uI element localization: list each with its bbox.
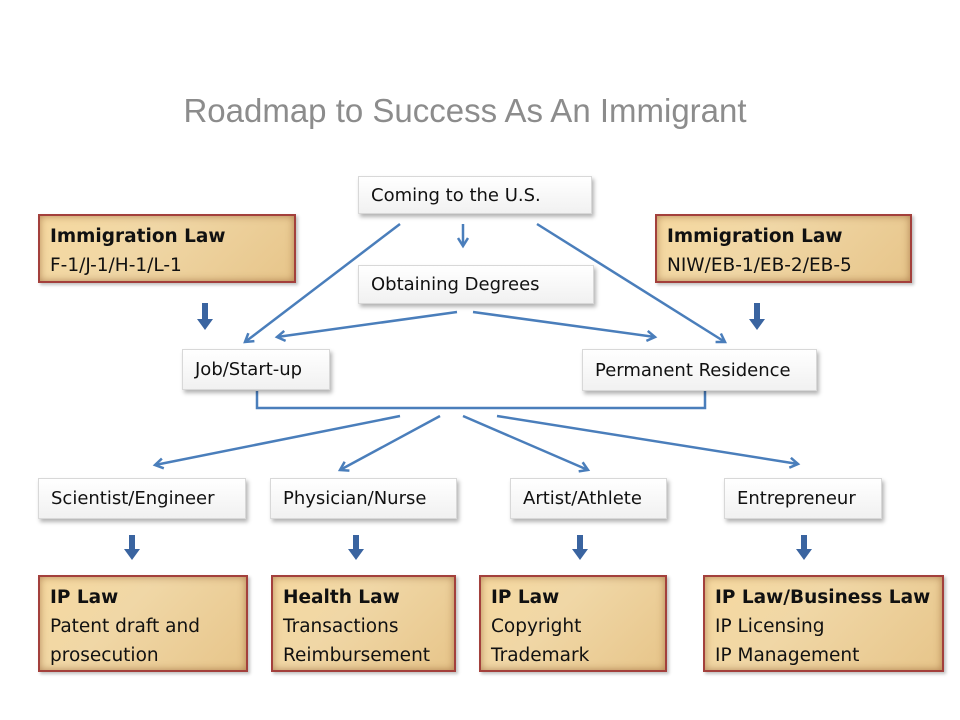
law-box-line: Copyright — [491, 616, 582, 637]
arrow-to-artist — [462, 414, 588, 470]
law-box-title: IP Law/Business Law — [715, 587, 931, 608]
law-box-line: NIW/EB-1/EB-2/EB-5 — [667, 255, 852, 276]
law-box-title: IP Law — [50, 587, 119, 608]
down-arrow-icon — [749, 303, 765, 330]
node-permanent-residence: Permanent Residence — [582, 349, 817, 391]
law-box-ip-patent: IP Law Patent draft and prosecution — [38, 575, 248, 672]
law-box-health: Health Law Transactions Reimbursement — [271, 575, 456, 672]
node-coming-to-us: Coming to the U.S. — [358, 176, 592, 214]
bracket-connector — [255, 391, 707, 410]
arrow-degrees-to-residence — [472, 310, 655, 337]
law-box-line: Reimbursement — [283, 645, 431, 666]
node-artist-athlete: Artist/Athlete — [510, 478, 667, 519]
node-scientist-engineer: Scientist/Engineer — [38, 478, 246, 519]
arrow-to-scientist — [155, 414, 401, 465]
law-box-title: Health Law — [283, 587, 400, 608]
arrow-coming-to-job — [245, 223, 401, 342]
arrow-coming-to-residence — [536, 222, 725, 342]
arrow-to-physician — [340, 414, 441, 470]
down-arrow-icon — [124, 535, 140, 560]
down-arrow-icon — [572, 535, 588, 560]
law-box-ip-copyright: IP Law Copyright Trademark — [479, 575, 667, 672]
law-box-line: IP Licensing — [715, 616, 825, 637]
law-box-title: Immigration Law — [667, 226, 843, 247]
slide-title: Roadmap to Success As An Immigrant — [183, 92, 747, 129]
law-box-title: IP Law — [491, 587, 560, 608]
law-box-immigration-right: Immigration Law NIW/EB-1/EB-2/EB-5 — [655, 214, 912, 283]
down-arrow-icon — [348, 535, 364, 560]
law-box-line: Trademark — [491, 645, 590, 666]
node-obtaining-degrees: Obtaining Degrees — [358, 265, 594, 304]
node-physician-nurse: Physician/Nurse — [270, 478, 457, 519]
law-box-title: Immigration Law — [50, 226, 226, 247]
arrow-to-entrepreneur — [496, 414, 798, 464]
node-entrepreneur: Entrepreneur — [724, 478, 882, 519]
law-box-line: prosecution — [50, 645, 159, 666]
law-box-immigration-left: Immigration Law F-1/J-1/H-1/L-1 — [38, 214, 296, 283]
down-arrow-icon — [796, 535, 812, 560]
law-box-line: Patent draft and — [50, 616, 200, 637]
law-box-line: F-1/J-1/H-1/L-1 — [50, 255, 182, 276]
down-arrow-icon — [197, 303, 213, 330]
law-box-line: Transactions — [283, 616, 399, 637]
arrow-degrees-to-job — [277, 310, 458, 337]
law-box-line: IP Management — [715, 645, 860, 666]
law-box-ip-business: IP Law/Business Law IP Licensing IP Mana… — [703, 575, 944, 672]
node-job-startup: Job/Start-up — [182, 349, 330, 390]
